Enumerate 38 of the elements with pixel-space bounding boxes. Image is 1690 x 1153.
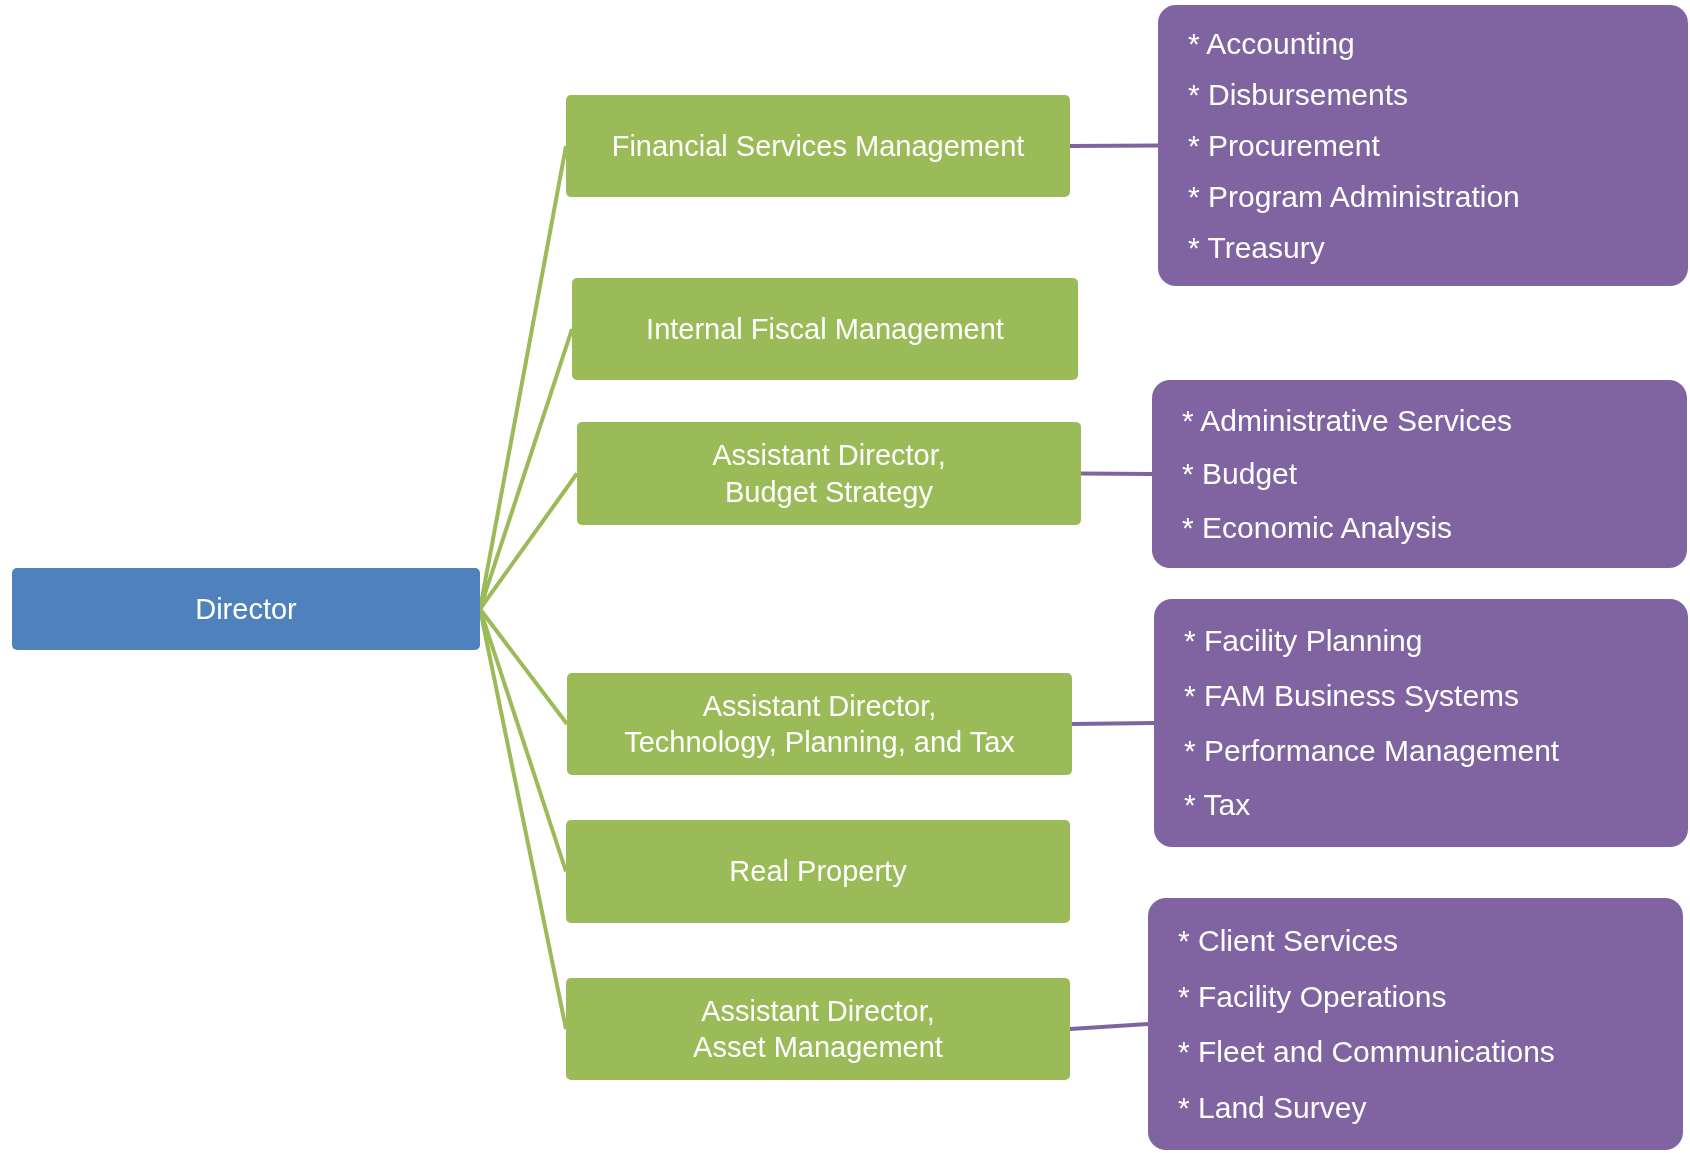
division-item: * Treasury xyxy=(1188,229,1325,266)
connector-line xyxy=(1071,721,1155,726)
unit-title: Assistant Director, Budget Strategy xyxy=(712,438,946,510)
division-item: * FAM Business Systems xyxy=(1184,677,1520,714)
department-box xyxy=(566,820,1070,923)
division-item: * Land Survey xyxy=(1178,1089,1367,1126)
division-item: * Procurement xyxy=(1188,127,1380,164)
division-item: * Administrative Services xyxy=(1182,402,1513,439)
division-list-box xyxy=(1148,898,1683,1150)
department-box xyxy=(577,422,1081,525)
connector-line xyxy=(1070,143,1158,148)
division-item: * Budget xyxy=(1182,456,1298,493)
division-item: * Performance Management xyxy=(1184,732,1560,769)
connector-line xyxy=(1081,471,1152,476)
unit-title: Financial Services Management xyxy=(611,128,1025,164)
division-list-box xyxy=(1158,5,1688,286)
division-item: * Facility Operations xyxy=(1178,978,1447,1015)
director-box xyxy=(12,568,480,650)
department-box xyxy=(572,278,1078,380)
unit-title: Assistant Director, Asset Management xyxy=(693,993,943,1065)
division-item: * Fleet and Communications xyxy=(1178,1034,1555,1070)
department-box xyxy=(566,978,1070,1080)
division-item: * Program Administration xyxy=(1188,178,1520,215)
division-item: * Tax xyxy=(1184,787,1251,824)
department-box xyxy=(566,95,1070,197)
division-item: * Client Services xyxy=(1178,923,1399,959)
division-item: * Disbursements xyxy=(1188,76,1409,113)
department-box xyxy=(567,673,1072,775)
division-list-box xyxy=(1154,599,1688,847)
division-item: * Accounting xyxy=(1188,25,1355,62)
division-item: * Economic Analysis xyxy=(1182,509,1453,546)
unit-title: Assistant Director, Technology, Planning, and Tax xyxy=(624,688,1015,760)
division-list-box xyxy=(1152,380,1687,568)
connector-line xyxy=(1069,1022,1149,1031)
division-item: * Facility Planning xyxy=(1184,623,1423,660)
unit-title: Internal Fiscal Management xyxy=(646,311,1004,347)
unit-title: Director xyxy=(195,591,297,627)
unit-title: Real Property xyxy=(729,854,907,890)
